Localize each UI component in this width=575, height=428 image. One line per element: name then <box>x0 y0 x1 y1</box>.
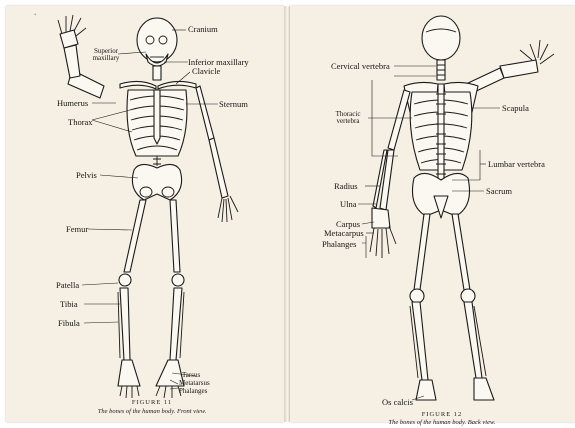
caption-front: The bones of the human body. Front view. <box>62 408 242 415</box>
label-os-calcis: Os calcis <box>382 398 413 407</box>
label-tibia: Tibia <box>60 300 78 309</box>
label-radius: Radius <box>334 182 358 191</box>
label-femur: Femur <box>66 225 88 234</box>
label-thorax: Thorax <box>68 118 93 127</box>
figure-number-front: FIGURE 11 <box>112 399 192 406</box>
label-tarsus: Tarsus <box>182 372 200 379</box>
label-sternum: Sternum <box>219 100 248 109</box>
label-metacarpus: Metacarpus <box>324 229 364 238</box>
label-clavicle: Clavicle <box>192 67 220 76</box>
label-sacrum: Sacrum <box>486 187 512 196</box>
label-lumbar-vertebra: Lumbar vertebra <box>488 160 545 169</box>
figure-number-back: FIGURE 12 <box>402 411 482 418</box>
label-fibula: Fibula <box>58 319 80 328</box>
label-pelvis: Pelvis <box>76 171 97 180</box>
label-scapula: Scapula <box>502 104 529 113</box>
caption-back: The bones of the human body. Back view. <box>352 419 532 426</box>
label-superior-maxillary: Superior maxillary <box>88 48 124 61</box>
label-metatarsus: Metatarsus <box>179 380 210 387</box>
label-humerus: Humerus <box>57 99 88 108</box>
label-patella: Patella <box>56 281 79 290</box>
label-cranium: Cranium <box>188 25 218 34</box>
label-phalanges-foot: Phalanges <box>179 388 207 395</box>
label-phalanges-hand: Phalanges <box>322 240 356 249</box>
label-ulna: Ulna <box>340 200 357 209</box>
label-thoracic-vertebra: Thoracic vertebra <box>328 111 368 124</box>
label-cervical-vertebra: Cervical vertebra <box>331 62 390 71</box>
